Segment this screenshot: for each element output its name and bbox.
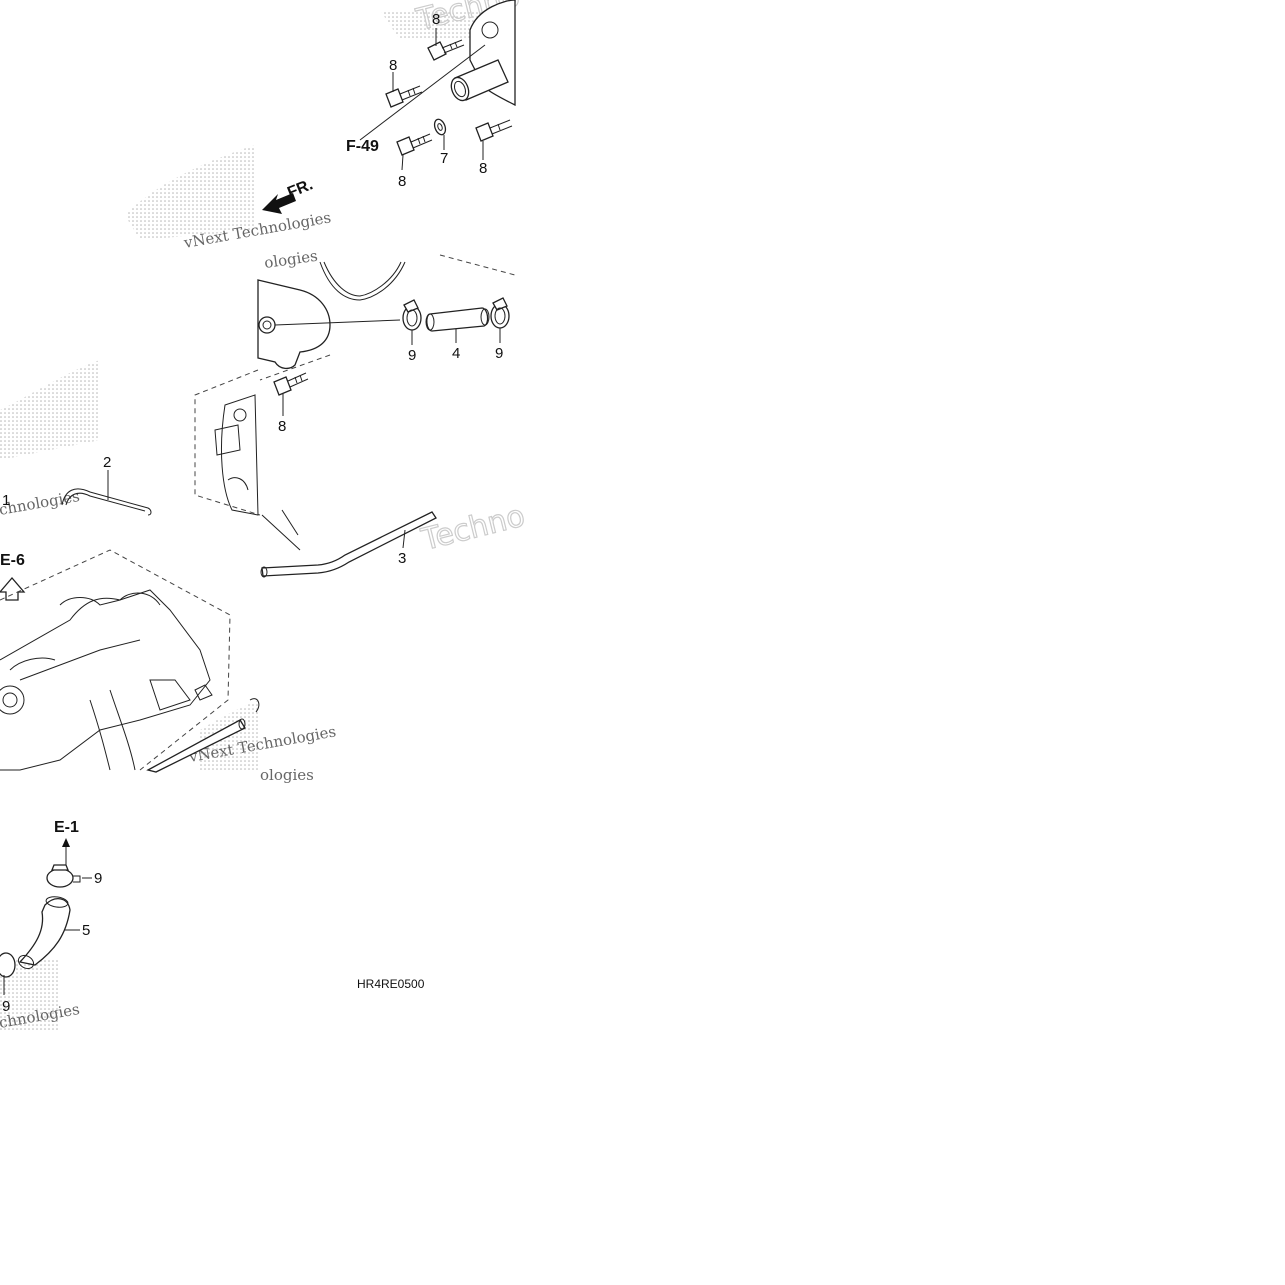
callout-8: 8 bbox=[432, 11, 440, 28]
svg-text:Techno: Techno bbox=[417, 499, 528, 558]
clamp-9d bbox=[0, 952, 16, 995]
reference-e1: E-1 bbox=[54, 819, 79, 836]
arrow-e1 bbox=[62, 838, 70, 865]
callout-9: 9 bbox=[2, 998, 10, 1015]
callout-4: 4 bbox=[452, 345, 460, 362]
callout-2: 2 bbox=[103, 454, 111, 471]
leaders-middle bbox=[282, 328, 501, 416]
engine-cover-outline bbox=[319, 261, 406, 301]
callout-5: 5 bbox=[82, 922, 90, 939]
bolt-8-middle bbox=[273, 372, 309, 396]
washer-7 bbox=[433, 118, 447, 136]
watermark-text: vNext Technologies Techno Techno ologies… bbox=[0, 0, 529, 1032]
reference-e6: E-6 bbox=[0, 552, 25, 569]
leaders-top bbox=[392, 28, 484, 171]
callout-1: 1 bbox=[2, 492, 10, 509]
clamp-9c bbox=[46, 864, 92, 888]
thermostat-housing-group bbox=[359, 0, 516, 141]
water-pump-body bbox=[214, 394, 259, 516]
hose-5 bbox=[17, 896, 80, 970]
bolt-8-top2 bbox=[385, 85, 423, 108]
drawing-code: HR4RE0500 bbox=[357, 977, 425, 991]
callout-9: 9 bbox=[94, 870, 102, 887]
reference-f49: F-49 bbox=[346, 138, 379, 155]
hose-4 bbox=[425, 307, 490, 332]
bolt-8-top1 bbox=[427, 39, 465, 61]
callout-9: 9 bbox=[495, 345, 503, 362]
clamp-9a bbox=[402, 299, 422, 331]
callout-8: 8 bbox=[398, 173, 406, 190]
bolt-8-top4 bbox=[475, 119, 513, 142]
callout-7: 7 bbox=[440, 150, 448, 167]
callout-8: 8 bbox=[278, 418, 286, 435]
water-pipe-flange bbox=[194, 254, 516, 516]
engine-case bbox=[0, 549, 231, 771]
gasket-2 bbox=[61, 470, 152, 516]
water-pipe-3 bbox=[260, 509, 437, 578]
callout-8: 8 bbox=[389, 57, 397, 74]
direction-label: FR. bbox=[285, 176, 315, 201]
callout-9: 9 bbox=[408, 347, 416, 364]
water-pipe-lower bbox=[146, 698, 260, 773]
clamp-9b bbox=[490, 297, 510, 329]
svg-text:ologies: ologies bbox=[260, 766, 314, 784]
up-arrow-e6 bbox=[0, 577, 26, 601]
svg-text:ologies: ologies bbox=[263, 247, 319, 272]
front-direction-arrow: FR. bbox=[262, 176, 315, 214]
callout-3: 3 bbox=[398, 550, 406, 567]
bolt-8-top3 bbox=[396, 133, 433, 156]
callout-8: 8 bbox=[479, 160, 487, 177]
